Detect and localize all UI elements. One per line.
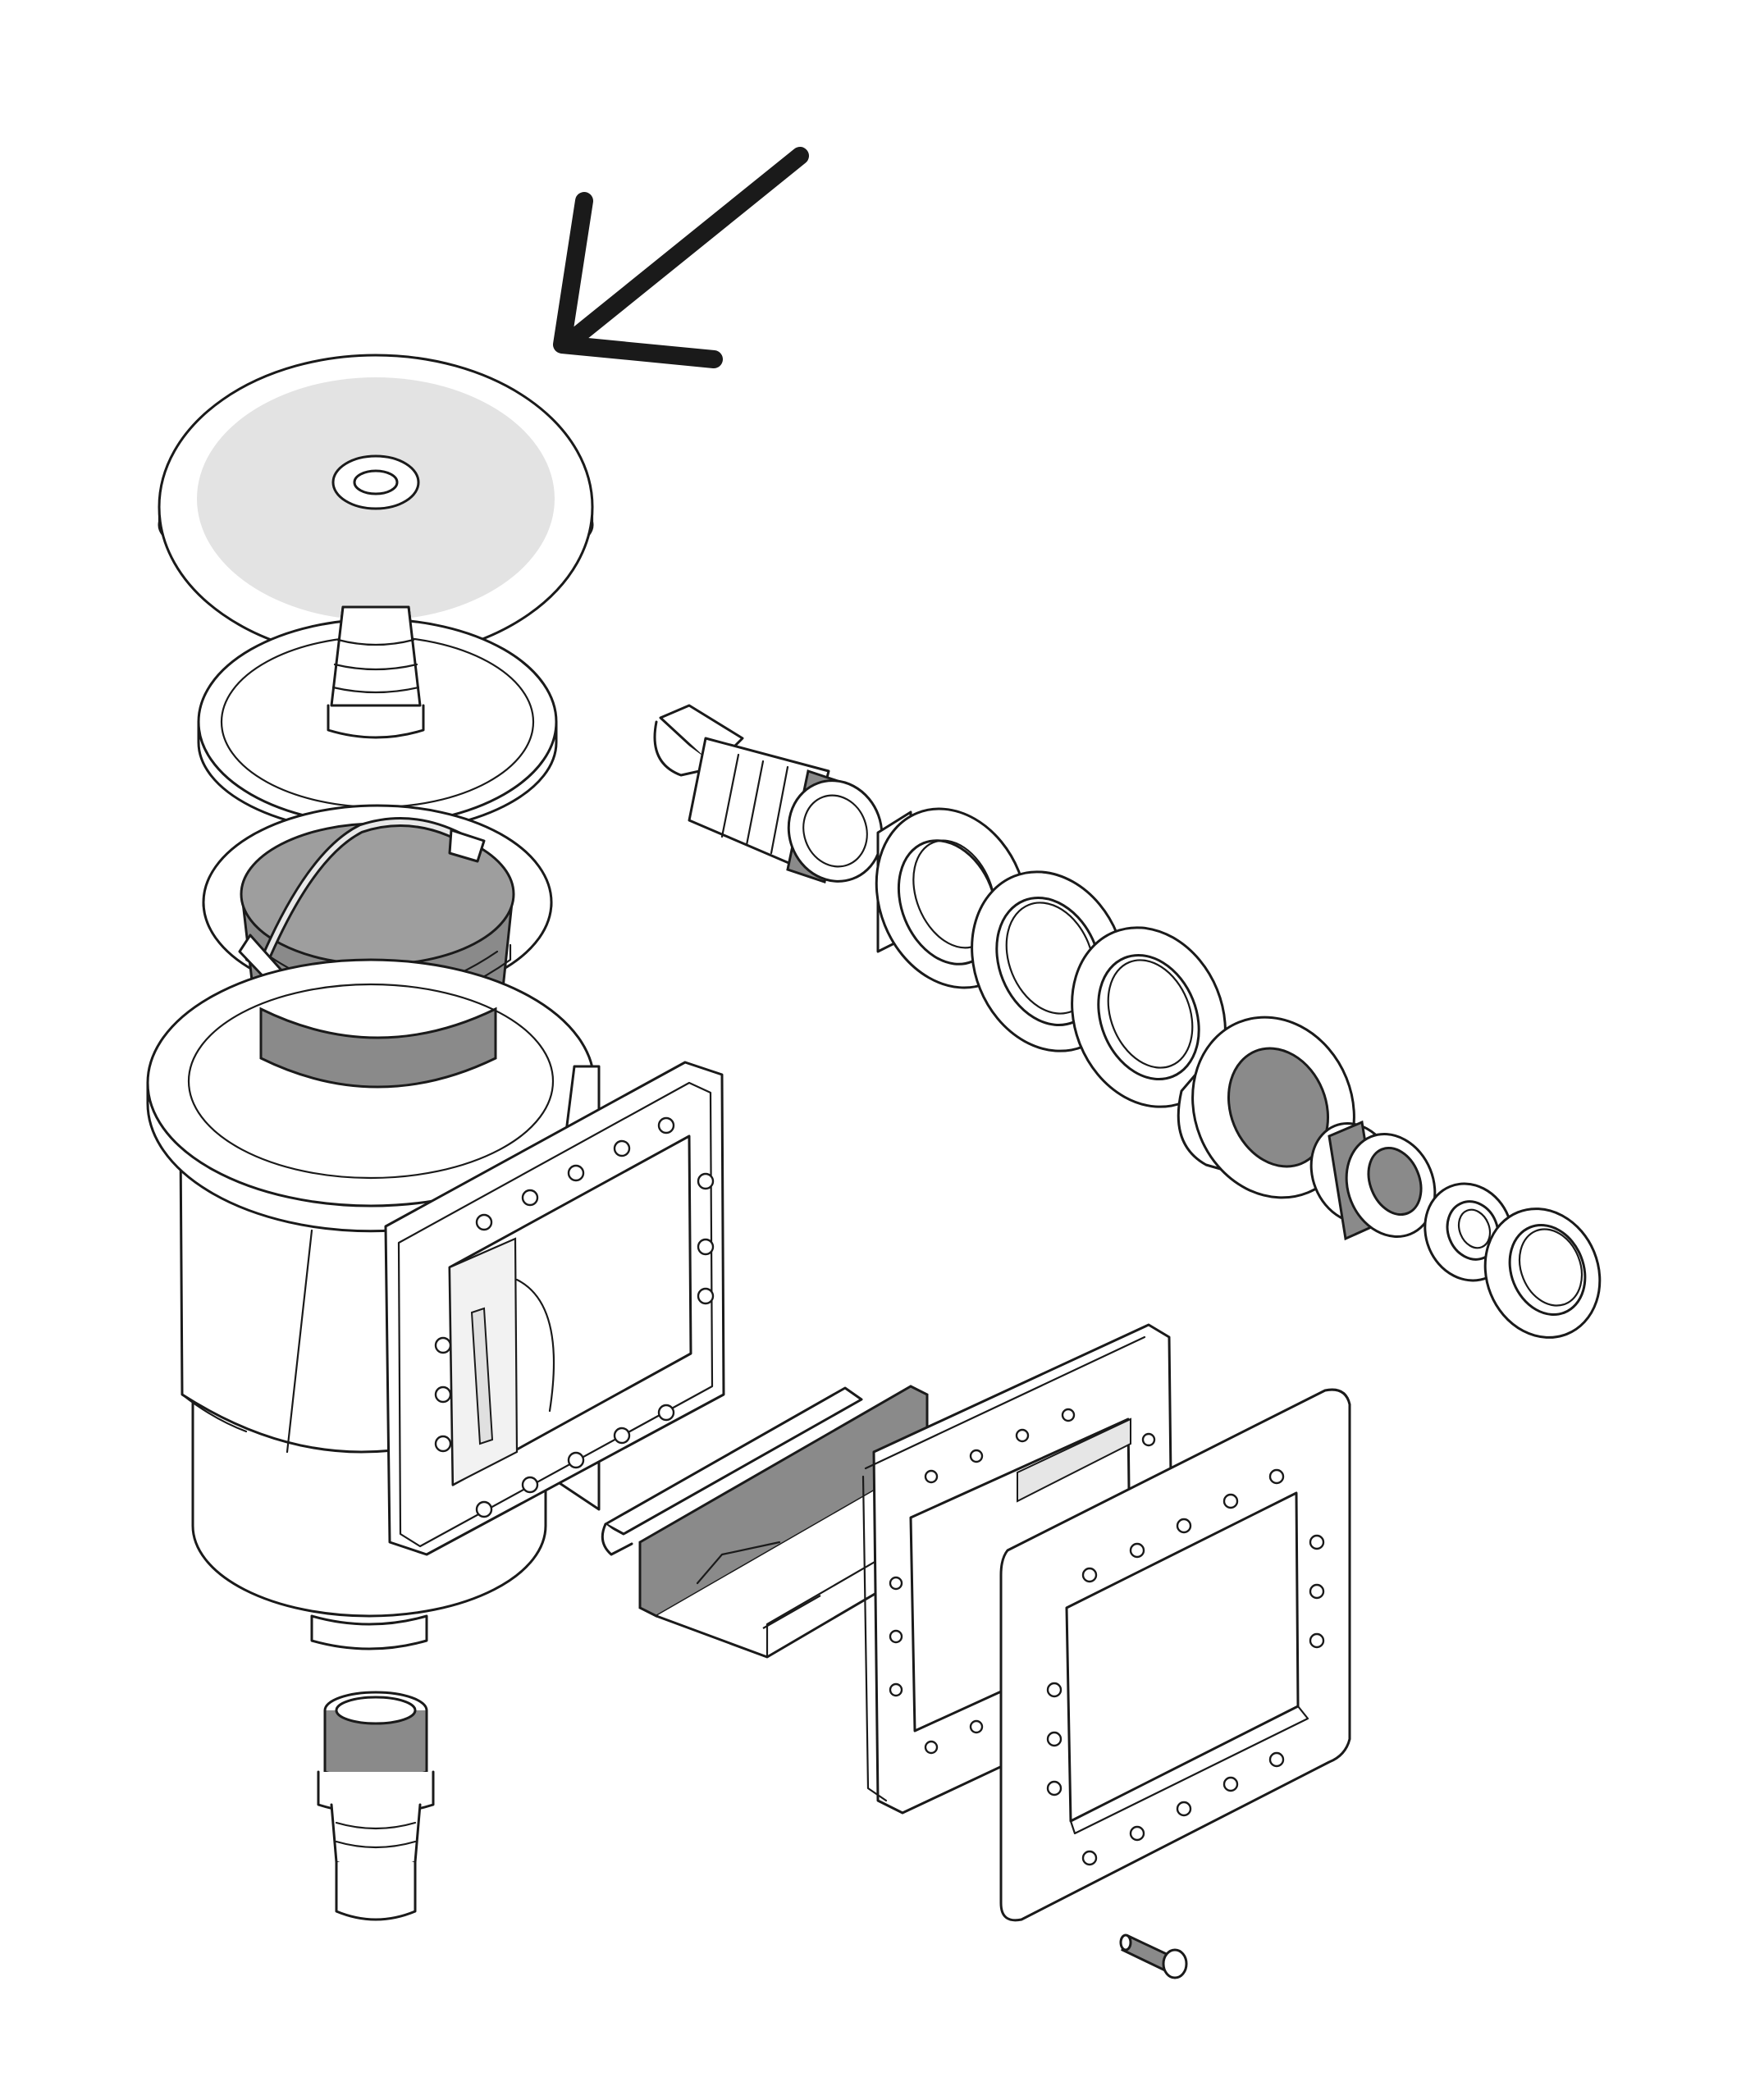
bottom-outlet-fitting xyxy=(317,1691,435,1921)
threaded-coupling xyxy=(1309,1120,1437,1241)
pointer-arrow xyxy=(553,147,809,368)
skimmer-collar-plate xyxy=(197,605,558,834)
return-inlet-fitting xyxy=(653,704,884,883)
face-plate xyxy=(999,1388,1351,1922)
retaining-ring xyxy=(1483,1208,1602,1339)
mouth-frame-screw-holes xyxy=(434,1116,715,1518)
gasket-ring-2 xyxy=(1071,926,1227,1108)
skimmer-lid xyxy=(158,354,594,660)
mounting-screw xyxy=(1119,1933,1188,1979)
face-plate-screw-holes xyxy=(1046,1468,1325,1866)
skimmer-mouth-frame xyxy=(384,1061,725,1556)
